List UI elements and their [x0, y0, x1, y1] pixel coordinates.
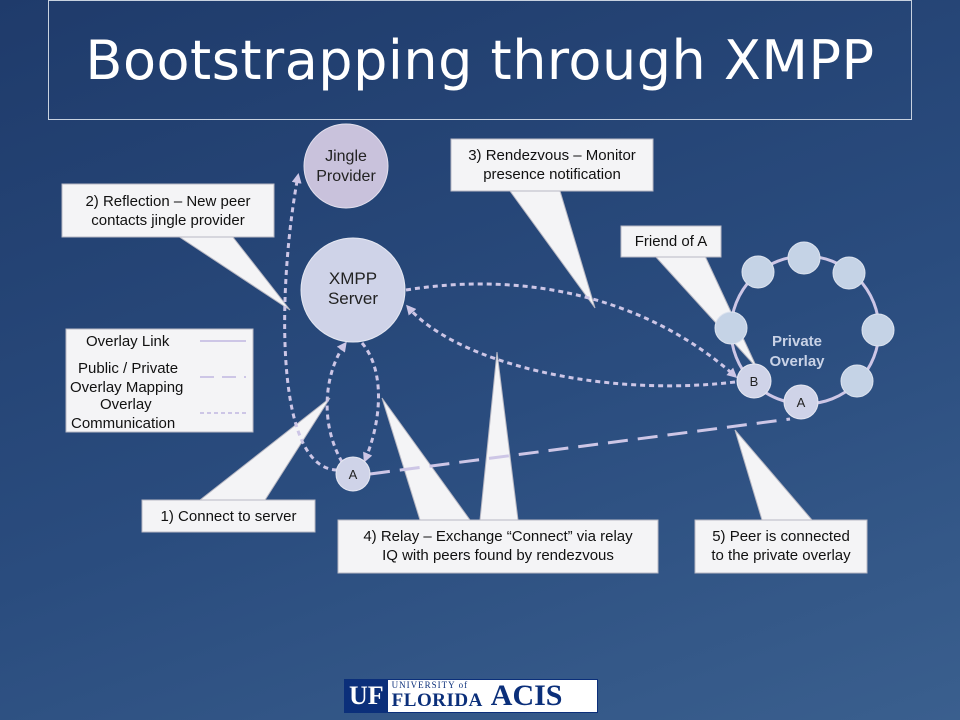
callout-peer-connected: 5) Peer is connected to the private over… [695, 527, 867, 565]
callout-rendezvous-box [450, 138, 654, 192]
callout-relay-line2: IQ with peers found by rendezvous [382, 547, 614, 564]
public-private-mapping-line [369, 417, 791, 476]
pointer-relay-left [381, 397, 471, 521]
logo-university-text: UNIVERSITY of [391, 680, 469, 690]
jingle-provider-node [303, 123, 389, 209]
callout-rendezvous: 3) Rendezvous – Monitor presence notific… [451, 146, 653, 184]
xmpp-label-line2: Server [328, 289, 378, 308]
logo-university-florida: UNIVERSITY of FLORIDA [388, 680, 487, 712]
peer-a-right-node [783, 384, 819, 420]
legend-mapping-label-line2: Overlay Mapping [70, 379, 184, 396]
overlay-node [861, 313, 895, 347]
callout-relay-line1: 4) Relay – Exchange “Connect” via relay [363, 528, 633, 545]
rendezvous-path [405, 282, 738, 378]
callout-reflection: 2) Reflection – New peer contacts jingle… [62, 192, 274, 230]
callout-reflection-line1: 2) Reflection – New peer [85, 193, 251, 210]
logo-florida-text: FLORIDA [391, 690, 483, 711]
overlay-node [787, 241, 821, 275]
private-overlay-label-line2: Overlay [769, 353, 825, 370]
xmpp-label-line1: XMPP [329, 269, 377, 288]
callout-friend: Friend of A [634, 233, 708, 250]
pointer-relay-center [479, 351, 519, 521]
slide-title: Bootstrapping through XMPP [85, 28, 875, 92]
legend-communication-label-line2: Communication [71, 415, 176, 432]
callout-rendezvous-line2: presence notification [483, 166, 621, 183]
logo-acis: ACIS [490, 679, 563, 712]
callout-friend-box [620, 225, 722, 258]
pointer-peer-connected [734, 429, 814, 521]
callout-reflection-line2: contacts jingle provider [91, 212, 245, 229]
jingle-label-line1: Jingle [325, 148, 367, 165]
callout-reflection-box [61, 183, 275, 238]
callout-peer-connected-box [694, 519, 868, 574]
callout-relay: 4) Relay – Exchange “Connect” via relay … [338, 527, 658, 565]
relay-path [406, 304, 736, 388]
callout-rendezvous-line1: 3) Rendezvous – Monitor [468, 147, 636, 164]
connect-path-down [360, 342, 380, 463]
legend-communication-label-line1: Overlay [100, 396, 152, 413]
uf-acis-logo: UF UNIVERSITY of FLORIDA ACIS [344, 679, 598, 713]
callout-peer-connected-line2: to the private overlay [711, 547, 851, 564]
peer-a-left-label: A [349, 467, 358, 482]
pointer-reflection [176, 235, 291, 311]
private-overlay-nodes [714, 241, 895, 398]
title-box: Bootstrapping through XMPP [48, 0, 912, 120]
legend-overlay-link-label: Overlay Link [86, 333, 170, 350]
peer-a-right-label: A [797, 395, 806, 410]
peer-b-label: B [750, 374, 759, 389]
private-overlay-label-line1: Private [772, 333, 822, 350]
overlay-node [741, 255, 775, 289]
overlay-node [714, 311, 748, 345]
peer-a-left-node [335, 456, 371, 492]
logo-uf: UF [345, 680, 388, 712]
callout-boxes [61, 138, 868, 574]
overlay-node [832, 256, 866, 290]
callout-pointers [176, 190, 814, 521]
callout-peer-connected-line1: 5) Peer is connected [712, 528, 850, 545]
callout-connect: 1) Connect to server [160, 508, 297, 525]
overlay-node [840, 364, 874, 398]
reflection-path [283, 173, 338, 472]
xmpp-server-node [300, 237, 406, 343]
callout-relay-box [337, 519, 659, 574]
peer-b-node [736, 363, 772, 399]
legend-box [65, 328, 254, 433]
legend-mapping-label-line1: Public / Private [78, 360, 179, 377]
jingle-label-line2: Provider [316, 168, 376, 185]
callout-connect-box [141, 499, 316, 533]
connect-path-up [325, 341, 347, 463]
